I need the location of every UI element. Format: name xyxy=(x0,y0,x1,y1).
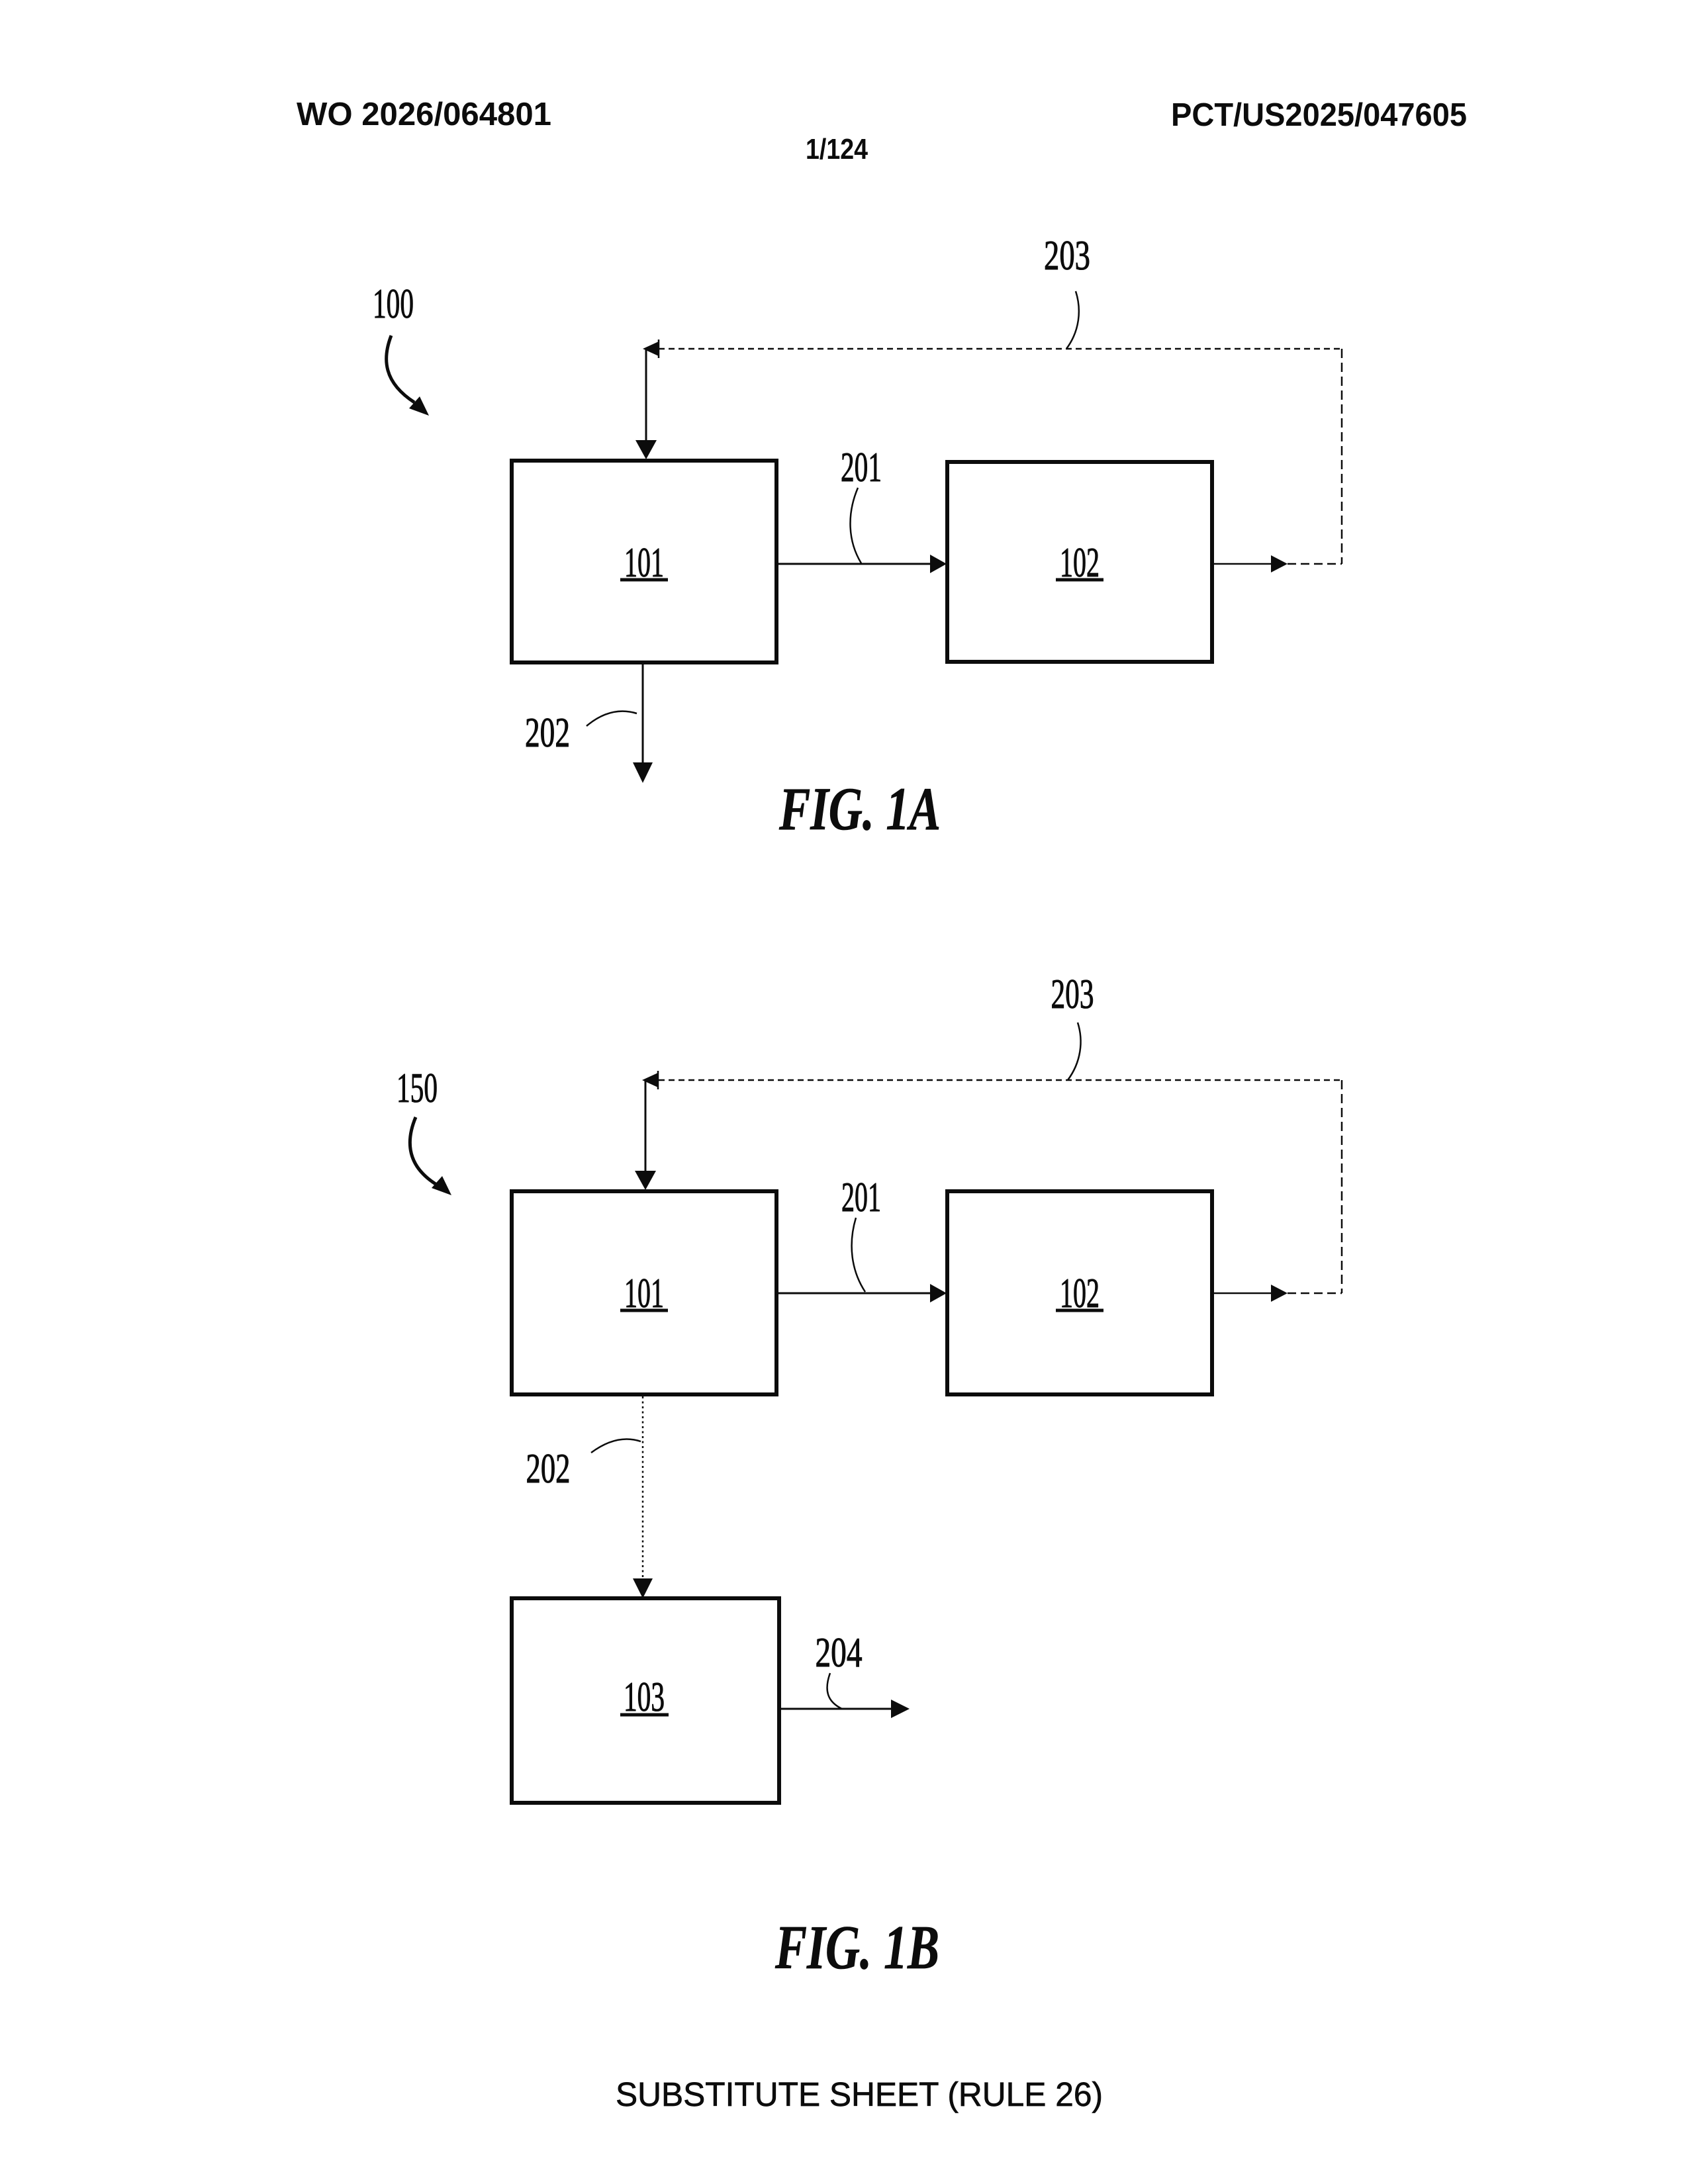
svg-text:PCT/US2025/047605: PCT/US2025/047605 xyxy=(1171,97,1467,133)
svg-text:FIG. 1B: FIG. 1B xyxy=(774,1913,939,1982)
svg-text:203: 203 xyxy=(1051,970,1094,1017)
svg-text:201: 201 xyxy=(841,443,882,490)
svg-text:202: 202 xyxy=(526,1445,571,1492)
svg-text:100: 100 xyxy=(373,280,414,327)
svg-text:203: 203 xyxy=(1044,232,1090,279)
svg-text:1/124: 1/124 xyxy=(806,133,868,165)
svg-text:WO 2026/064801: WO 2026/064801 xyxy=(297,97,551,132)
svg-text:FIG. 1A: FIG. 1A xyxy=(778,775,941,842)
svg-text:201: 201 xyxy=(841,1173,881,1220)
svg-text:SUBSTITUTE SHEET (RULE 26): SUBSTITUTE SHEET (RULE 26) xyxy=(616,2075,1103,2113)
svg-text:103: 103 xyxy=(624,1673,665,1720)
svg-text:204: 204 xyxy=(816,1629,863,1676)
svg-text:150: 150 xyxy=(397,1064,438,1111)
svg-text:202: 202 xyxy=(525,709,570,756)
